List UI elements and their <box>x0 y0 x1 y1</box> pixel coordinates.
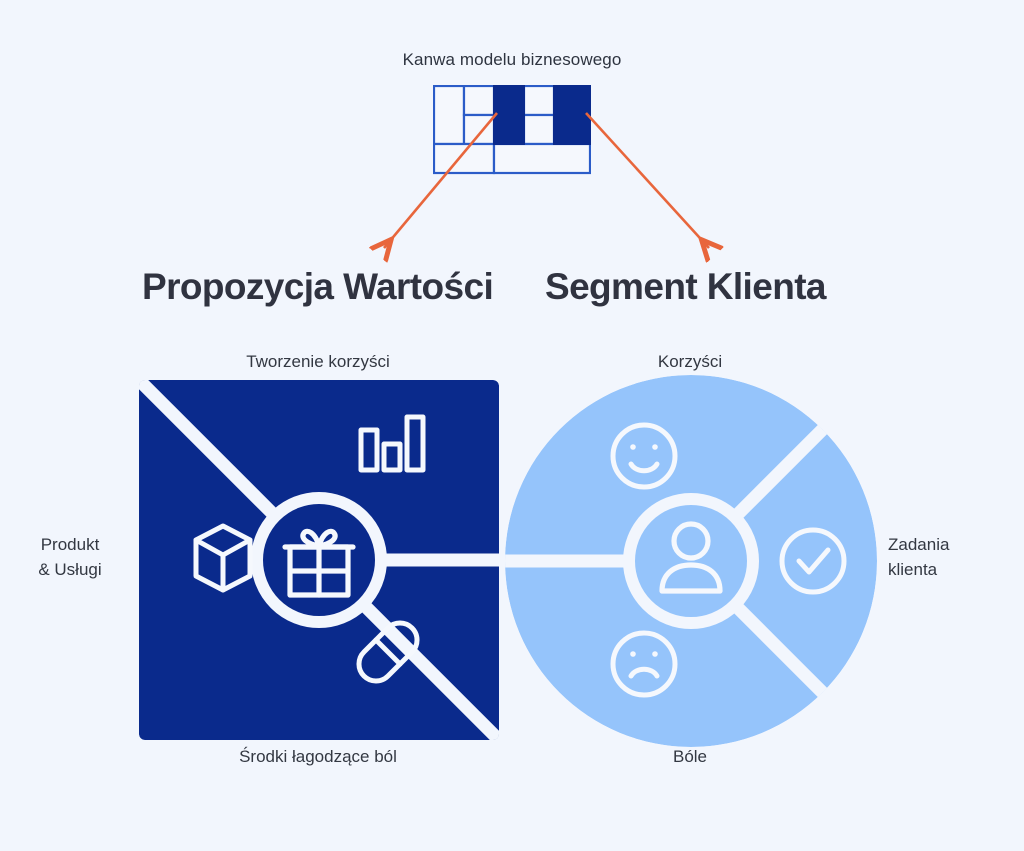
bar-chart-icon <box>358 414 426 473</box>
cs-center-circle <box>623 493 759 629</box>
customer-segment-heading: Segment Klienta <box>545 266 827 307</box>
label-pain-relievers: Środki łagodzące ból <box>239 747 397 766</box>
value-proposition-square <box>139 380 499 740</box>
value-proposition-heading: Propozycja Wartości <box>142 266 494 307</box>
label-gain-creators: Tworzenie korzyści <box>246 352 390 371</box>
label-pains: Bóle <box>672 747 708 766</box>
canvas-thumbnail-title: Kanwa modelu biznesowego <box>402 50 622 69</box>
bmc-highlighted-cells <box>493 85 591 145</box>
pill-icon <box>356 620 420 684</box>
smiley-face-icon <box>610 422 678 490</box>
sad-face-icon <box>610 630 678 698</box>
person-icon <box>659 521 723 594</box>
check-circle-icon <box>779 527 847 595</box>
business-model-canvas-thumbnail <box>433 85 591 175</box>
label-products-and-services: Produkt & Usługi <box>38 535 102 579</box>
arrow-to-value-proposition <box>384 112 498 248</box>
gift-icon <box>282 528 356 598</box>
label-customer-jobs: Zadania klienta <box>888 535 950 579</box>
cube-icon <box>193 523 253 593</box>
label-gains: Korzyści <box>657 352 723 371</box>
customer-segment-circle <box>505 375 877 747</box>
arrow-to-customer-segment <box>585 112 709 248</box>
